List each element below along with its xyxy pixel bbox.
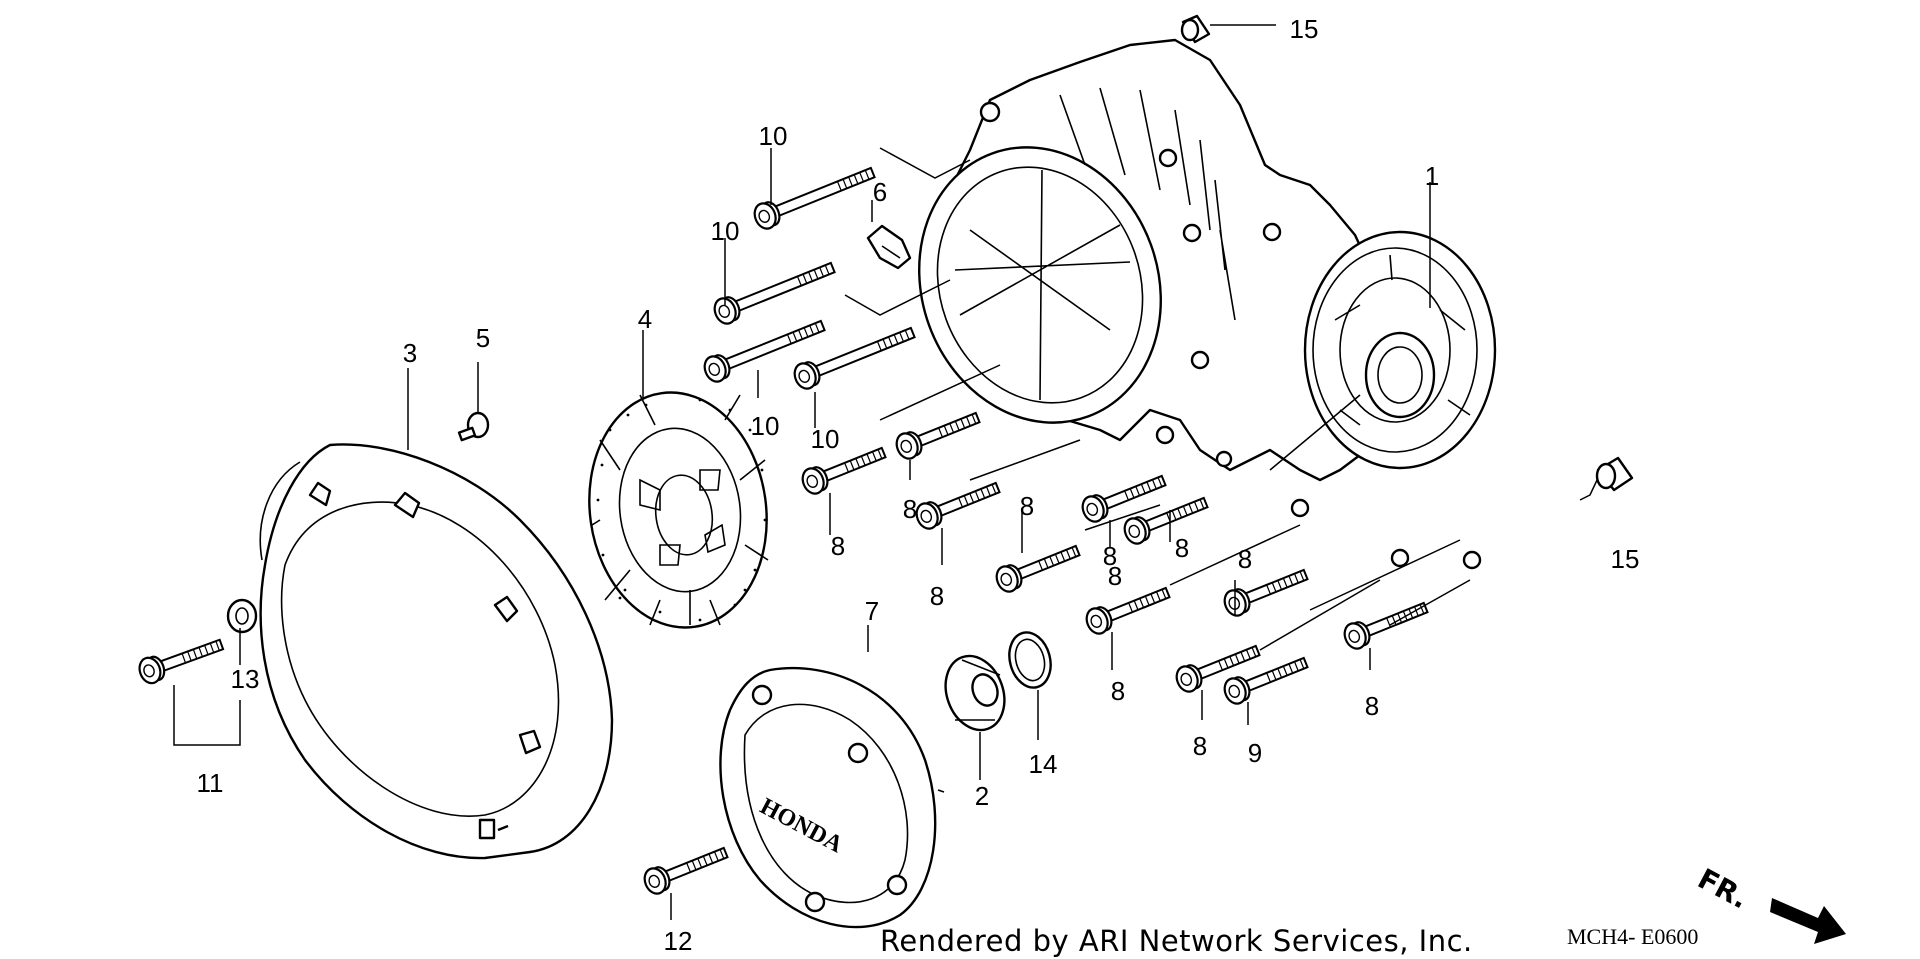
callout-15a: 15	[1290, 14, 1319, 44]
callout-5: 5	[476, 323, 490, 353]
callout-10a: 10	[759, 121, 788, 151]
callout-8c: 8	[930, 581, 944, 611]
callout-7: 7	[865, 596, 879, 626]
callout-10d: 10	[811, 424, 840, 454]
callout-3: 3	[403, 338, 417, 368]
footer-credit: Rendered by ARI Network Services, Inc.	[880, 924, 1473, 958]
callout-8f: 8	[1175, 533, 1189, 563]
o-ring	[1008, 631, 1052, 689]
bolt-10-top	[749, 159, 879, 233]
callout-labels: 1 2 3 4 5 6 7 8 8 8 8 8 8 8 8 8 8 8 9 10…	[197, 14, 1640, 956]
callout-10c: 10	[751, 411, 780, 441]
callout-9: 9	[1248, 738, 1262, 768]
front-direction-arrow	[1770, 898, 1846, 944]
callout-10b: 10	[711, 216, 740, 246]
callout-8g: 8	[1111, 676, 1125, 706]
callout-8j: 8	[1365, 691, 1379, 721]
callout-11: 11	[197, 768, 224, 798]
callout-2: 2	[975, 781, 989, 811]
small-screw	[457, 411, 490, 442]
clip	[866, 224, 912, 270]
bolt-8-b	[891, 404, 984, 463]
bolt-8-c	[911, 474, 1004, 533]
bolt-8-d	[991, 537, 1084, 596]
callout-15b: 15	[1611, 544, 1640, 574]
callout-12: 12	[664, 926, 693, 956]
bolt-8-f	[1119, 489, 1212, 548]
diagram-code: MCH4- E0600	[1567, 924, 1699, 949]
callout-4: 4	[638, 304, 652, 334]
dowel-pin-right	[1595, 456, 1634, 492]
callout-8h: 8	[1238, 544, 1252, 574]
small-side-cover: HONDA	[719, 666, 945, 929]
bolt-12	[639, 839, 732, 898]
washer-13	[226, 598, 258, 634]
bolt-10-mid	[709, 254, 839, 328]
bolt-11	[135, 631, 227, 688]
callout-8b: 8	[903, 494, 917, 524]
callout-13: 13	[231, 664, 260, 694]
callout-14: 14	[1029, 749, 1058, 779]
friction-disc	[588, 391, 769, 629]
callout-1: 1	[1425, 161, 1439, 191]
left-outer-cover	[259, 443, 614, 860]
callout-8e: 8	[1108, 561, 1122, 591]
dowel-pin-top	[1180, 14, 1211, 44]
bolt-8-g	[1081, 579, 1174, 638]
bolt-8-j	[1339, 594, 1432, 653]
plug-cap	[944, 654, 1006, 732]
crankcase-cover	[918, 38, 1497, 570]
callout-6: 6	[873, 177, 887, 207]
callout-8d: 8	[1020, 491, 1034, 521]
callout-8a: 8	[831, 531, 845, 561]
callout-8i: 8	[1193, 731, 1207, 761]
callout-8k: 8	[1103, 541, 1117, 571]
leader-lines	[173, 24, 1599, 920]
